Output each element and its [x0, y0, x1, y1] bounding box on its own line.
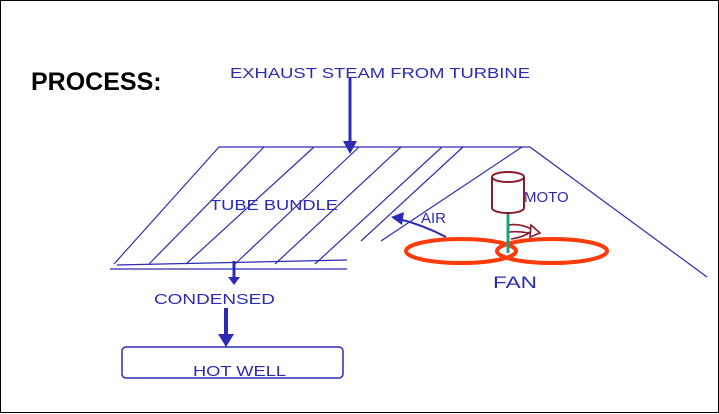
hot-well-arrow — [218, 308, 234, 347]
rotation-arrow-icon — [508, 223, 542, 240]
fan — [404, 213, 609, 265]
tube-bundle-label: TUBE BUNDLE — [210, 197, 338, 214]
hot-well-label: HOT WELL — [193, 363, 286, 380]
tube-bundle — [110, 146, 708, 278]
fan-label: FAN — [493, 273, 537, 292]
air-label: AIR — [421, 210, 446, 227]
fan-blade-right — [495, 237, 609, 265]
air-flow-arrow — [391, 212, 447, 238]
steam-inlet-arrow — [343, 77, 357, 154]
motor-label: MOTO — [524, 189, 569, 206]
motor — [491, 171, 525, 214]
hot-well-box — [121, 346, 344, 379]
condensed-label: CONDENSED — [154, 291, 275, 308]
exhaust-steam-label: EXHAUST STEAM FROM TURBINE — [230, 65, 530, 82]
process-heading: PROCESS: — [31, 68, 162, 96]
fan-blade-left — [404, 237, 518, 265]
condensate-arrow — [228, 261, 240, 285]
